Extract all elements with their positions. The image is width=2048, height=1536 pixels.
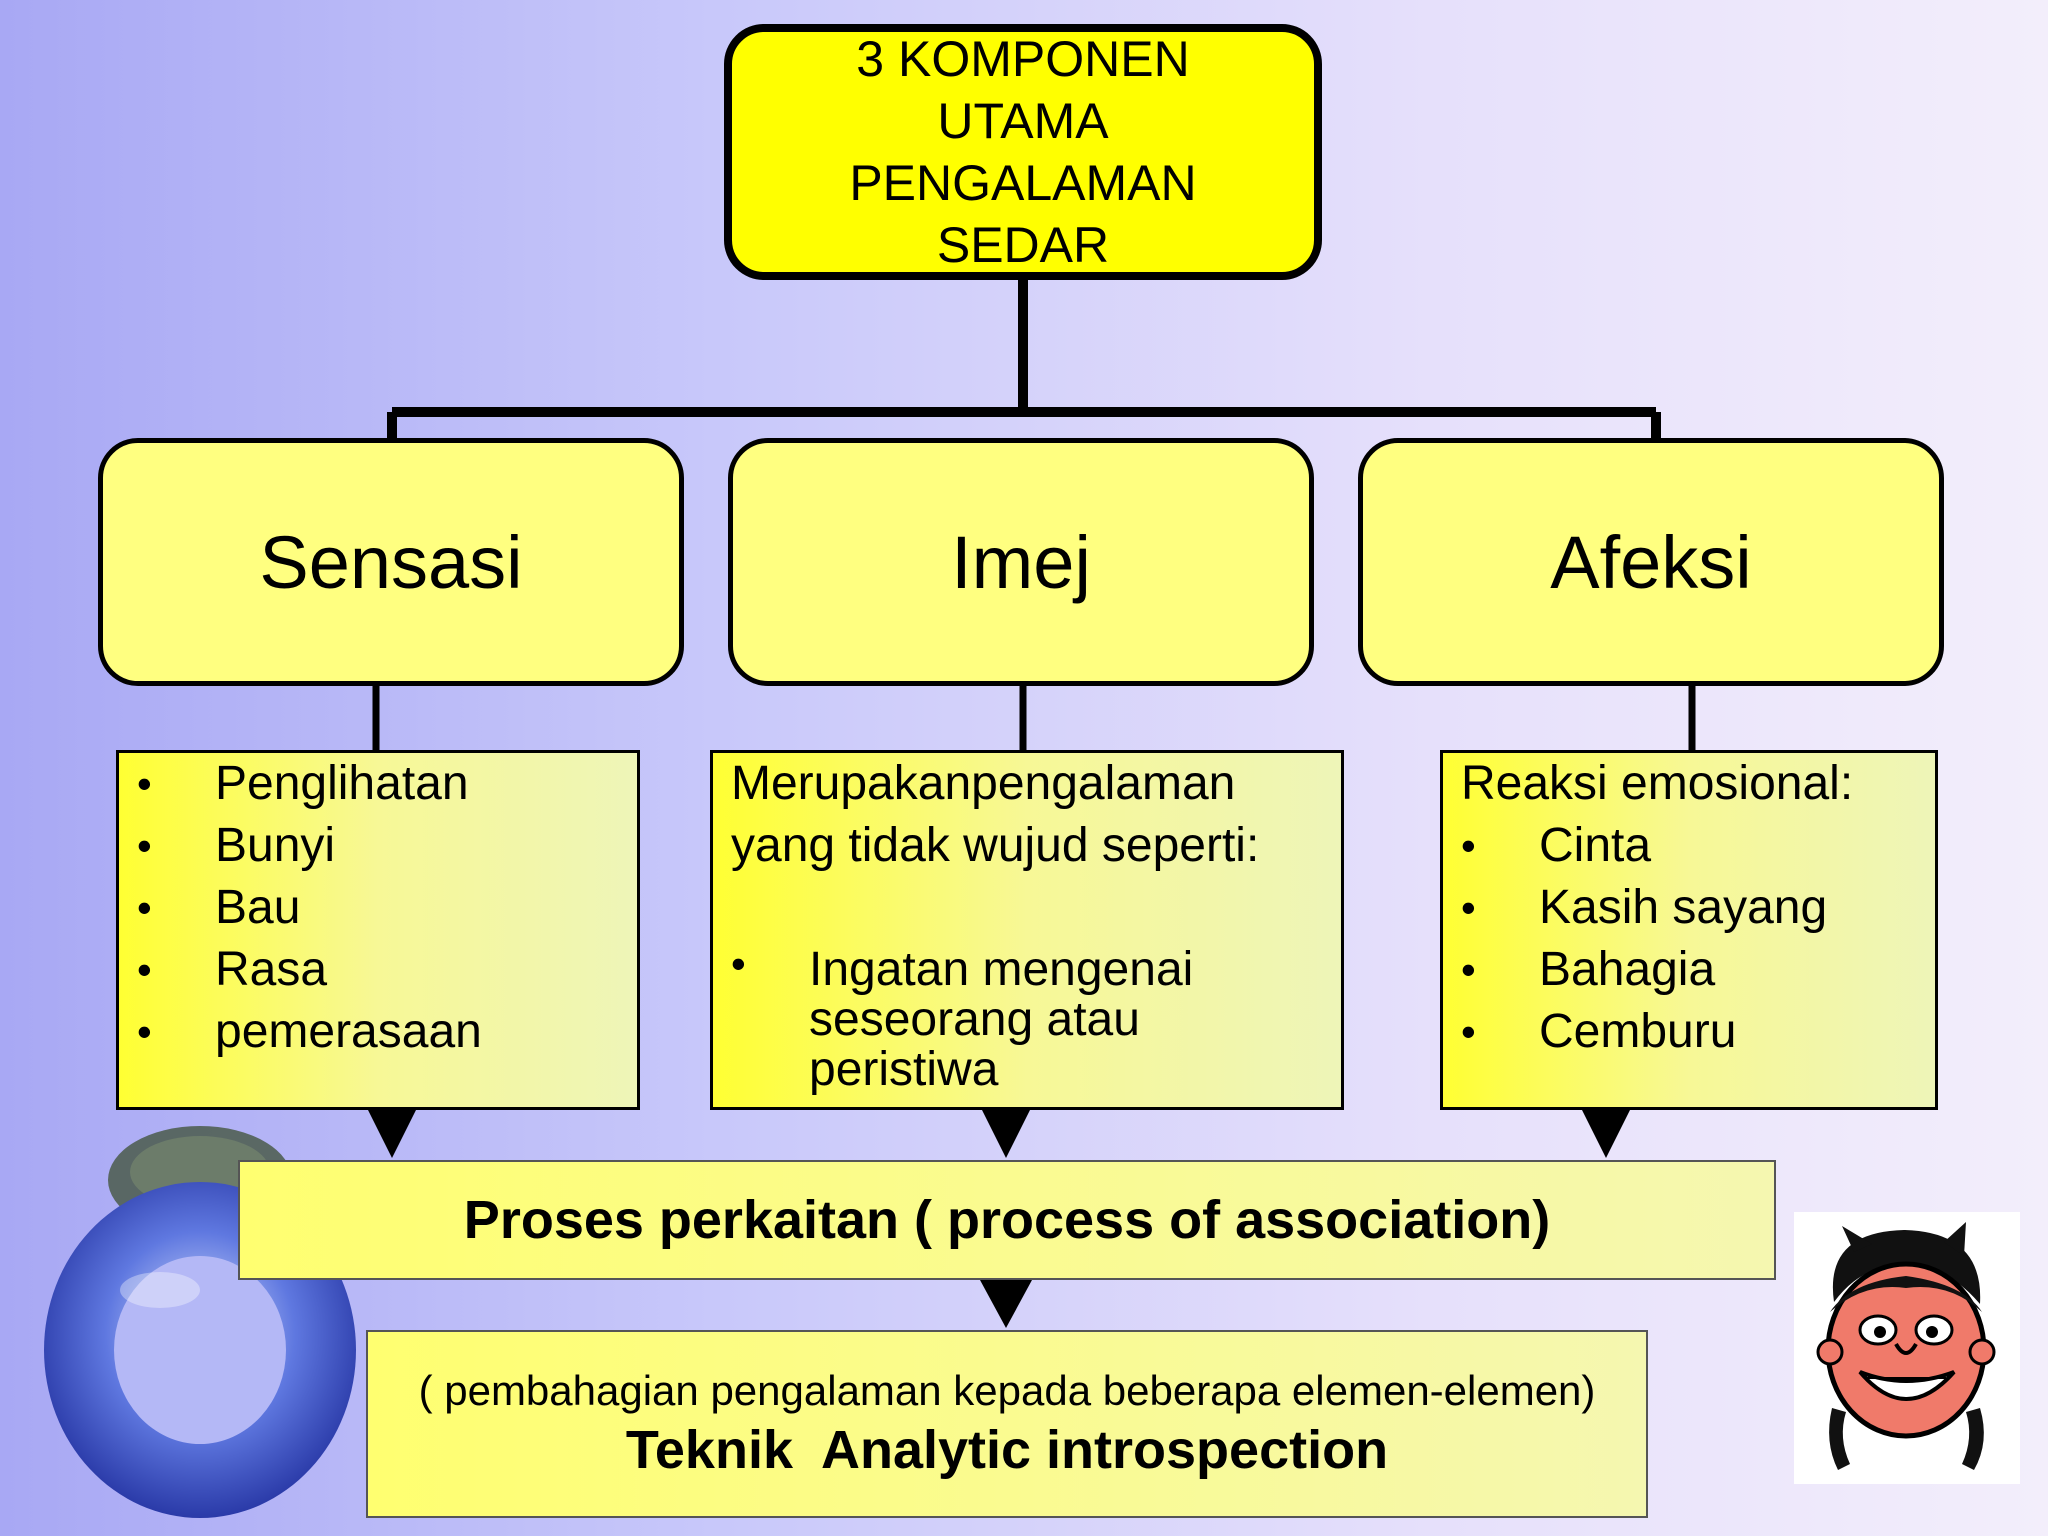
list-item-line: Ingatan mengenai (809, 943, 1194, 996)
character-illustration (1794, 1212, 2020, 1484)
imej-intro-line: yang tidak wujud seperti: (731, 819, 1260, 872)
technique-subtitle: ( pembahagian pengalaman kepada beberapa… (418, 1367, 1596, 1414)
technique-box: ( pembahagian pengalaman kepada beberapa… (366, 1330, 1648, 1518)
list-item: Bau (137, 877, 625, 939)
technique-title: Teknik Analytic introspection (625, 1420, 1389, 1480)
association-box: Proses perkaitan ( process of associatio… (238, 1160, 1776, 1280)
list-item: Cemburu (1461, 1001, 1923, 1063)
category-label: Afeksi (1550, 520, 1752, 604)
smiling-face-icon (1816, 1222, 1996, 1470)
arrow-imej (982, 1110, 1030, 1158)
list-item: pemerasaan (137, 1001, 625, 1063)
category-label: Imej (951, 520, 1091, 604)
list-item: Rasa (137, 939, 625, 1001)
imej-list-box: Merupakanpengalaman yang tidak wujud sep… (710, 750, 1344, 1110)
arrow-association (980, 1280, 1032, 1328)
list-item-line: seseorang atau (809, 993, 1140, 1046)
spacer (731, 877, 1329, 939)
list-item-line: peristiwa (809, 1043, 999, 1096)
category-imej-box: Imej (728, 438, 1314, 686)
main-topic-line: 3 KOMPONEN (856, 31, 1190, 87)
arrow-sensasi (368, 1110, 416, 1158)
main-topic-line: PENGALAMAN (849, 155, 1197, 211)
afeksi-intro: Reaksi emosional: (1461, 757, 1854, 810)
list-item: Cinta (1461, 815, 1923, 877)
category-label: Sensasi (259, 520, 523, 604)
sensasi-list: Penglihatan Bunyi Bau Rasa pemerasaan (137, 753, 625, 1063)
list-item: Bunyi (137, 815, 625, 877)
imej-list: Ingatan mengenai seseorang atau peristiw… (731, 939, 1329, 1095)
main-topic-box: 3 KOMPONEN UTAMA PENGALAMAN SEDAR (724, 24, 1322, 280)
arrow-afeksi (1582, 1110, 1630, 1158)
list-item: Kasih sayang (1461, 877, 1923, 939)
list-item: Bahagia (1461, 939, 1923, 1001)
imej-intro-line: Merupakanpengalaman (731, 757, 1236, 810)
main-topic-line: UTAMA (937, 93, 1109, 149)
sensasi-list-box: Penglihatan Bunyi Bau Rasa pemerasaan (116, 750, 640, 1110)
association-label: Proses perkaitan ( process of associatio… (463, 1190, 1551, 1250)
list-item: Penglihatan (137, 753, 625, 815)
main-topic-line: SEDAR (936, 217, 1110, 273)
afeksi-list-box: Reaksi emosional: Cinta Kasih sayang Bah… (1440, 750, 1938, 1110)
afeksi-list: Cinta Kasih sayang Bahagia Cemburu (1461, 815, 1923, 1063)
category-sensasi-box: Sensasi (98, 438, 684, 686)
list-item: Ingatan mengenai seseorang atau peristiw… (731, 939, 1329, 1095)
category-afeksi-box: Afeksi (1358, 438, 1944, 686)
